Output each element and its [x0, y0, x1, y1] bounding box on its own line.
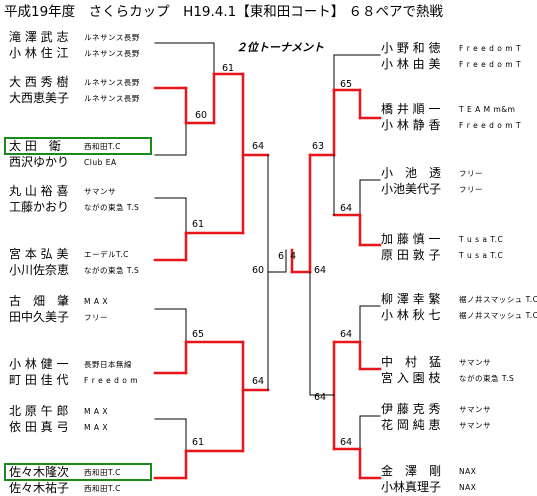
bracket-subtitle: ２位トーナメント [236, 41, 324, 54]
player-club: ルネサンス長野 [84, 94, 140, 103]
player-club: 西和田T.C [84, 484, 121, 493]
score-label: 64 [314, 392, 327, 403]
highlight-box [4, 463, 152, 481]
highlight-box [4, 137, 152, 155]
player-name: 大西恵美子 [9, 91, 70, 105]
player-club: M A X [84, 407, 109, 416]
player-club: ながの東急 T.S [459, 374, 515, 383]
player-club: NAX [459, 483, 477, 492]
page-title: 平成19年度 さくらカップ H19.4.1【東和田コート】 ６８ペアで熱戦 [4, 4, 444, 20]
player-name: 田中久美子 [9, 310, 70, 324]
score-label: 64 [314, 265, 327, 276]
score-label: 64 [252, 141, 265, 152]
player-name: 宮 本 弘 美 [9, 247, 69, 261]
player-name: 古 畑 肇 [9, 294, 70, 308]
score-label: 64 [340, 437, 353, 448]
player-name: 滝 澤 武 志 [9, 30, 69, 44]
player-name: 大 西 秀 樹 [9, 75, 69, 89]
player-club: F r e e d o m T [459, 121, 522, 130]
player-name: 西沢ゆかり [9, 155, 70, 169]
player-club: エーデルT.C [84, 250, 129, 259]
player-name: 小 林 静 香 [381, 118, 441, 132]
score-label: 60 [252, 265, 265, 276]
score-label: 64 [340, 203, 353, 214]
player-club: T u s a T.C [459, 235, 504, 244]
player-club: F r e e d o m T [459, 44, 522, 53]
player-club: サマンサ [84, 187, 116, 196]
player-club: サマンサ [459, 358, 491, 367]
player-club: ルネサンス長野 [84, 49, 140, 58]
score-label: 65 [340, 79, 353, 90]
player-name: 原 田 敦 子 [381, 248, 441, 262]
player-club: フリー [459, 169, 483, 178]
player-name: 小 池 透 [381, 166, 442, 180]
player-club: フリー [84, 313, 108, 322]
score-label: 65 [192, 329, 205, 340]
player-club: Club EA [84, 158, 117, 167]
player-club: 裾ノ井スマッシュ T.C [459, 311, 537, 320]
player-name: 小 林 由 美 [381, 57, 441, 71]
player-club: サマンサ [459, 421, 491, 430]
score-label: 60 [195, 110, 208, 121]
player-name: 橋 井 順 一 [381, 102, 441, 116]
score-label: 61 [222, 63, 235, 74]
player-name: 町 田 佳 代 [9, 373, 69, 387]
player-name: 太 田 衛 [9, 139, 61, 153]
player-name: 丸 山 裕 喜 [9, 184, 69, 198]
score-label: 64 [252, 376, 265, 387]
player-name: 北 原 午 郎 [9, 404, 69, 418]
score-label: 4 [290, 251, 297, 262]
player-name: 柳 澤 幸 繁 [381, 292, 441, 306]
score-label: 61 [192, 437, 205, 448]
player-club: 西和田T.C [84, 468, 121, 477]
player-club: 西和田T.C [84, 142, 121, 151]
player-name: 佐々木祐子 [9, 481, 70, 495]
player-club: T u s a T.C [459, 251, 504, 260]
player-name: 中 村 猛 [381, 355, 442, 369]
player-club: ながの東急 T.S [84, 266, 140, 275]
player-club: 長野日本無線 [84, 360, 132, 369]
player-name: 小 林 住 江 [9, 46, 69, 60]
player-club: M A X [84, 297, 109, 306]
player-name: 加 藤 慎 一 [381, 232, 441, 246]
player-club: NAX [459, 467, 477, 476]
player-club: ルネサンス長野 [84, 78, 140, 87]
player-club: F r e e d o m T [459, 60, 522, 69]
player-name: 小 野 和 徳 [381, 41, 441, 55]
score-label: 64 [340, 329, 353, 340]
player-name: 小川佐奈恵 [9, 263, 70, 277]
player-club: 裾ノ井スマッシュ T.C [459, 295, 537, 304]
player-club: サマンサ [459, 405, 491, 414]
score-label: 6 [278, 251, 285, 262]
player-name: 金 澤 剛 [381, 464, 442, 478]
player-club: T E A M m&m [459, 105, 516, 114]
player-club: ルネサンス長野 [84, 33, 140, 42]
player-name: 宮 入 園 枝 [381, 371, 441, 385]
player-name: 小林真理子 [381, 480, 442, 494]
player-club: フリー [459, 185, 483, 194]
player-name: 小池美代子 [381, 182, 442, 196]
player-name: 工藤かおり [9, 200, 70, 214]
player-name: 小 林 秋 七 [381, 308, 441, 322]
score-label: 63 [312, 141, 325, 152]
player-name: 佐々木隆次 [9, 465, 70, 479]
player-name: 花 岡 純 恵 [381, 418, 441, 432]
player-name: 小 林 健 一 [9, 357, 69, 371]
player-club: F r e e d o m [84, 376, 139, 385]
player-name: 依 田 真 弓 [9, 420, 69, 434]
score-label: 61 [192, 219, 205, 230]
player-name: 伊 藤 克 秀 [381, 402, 441, 416]
player-club: ながの東急 T.S [84, 203, 140, 212]
player-club: M A X [84, 423, 109, 432]
